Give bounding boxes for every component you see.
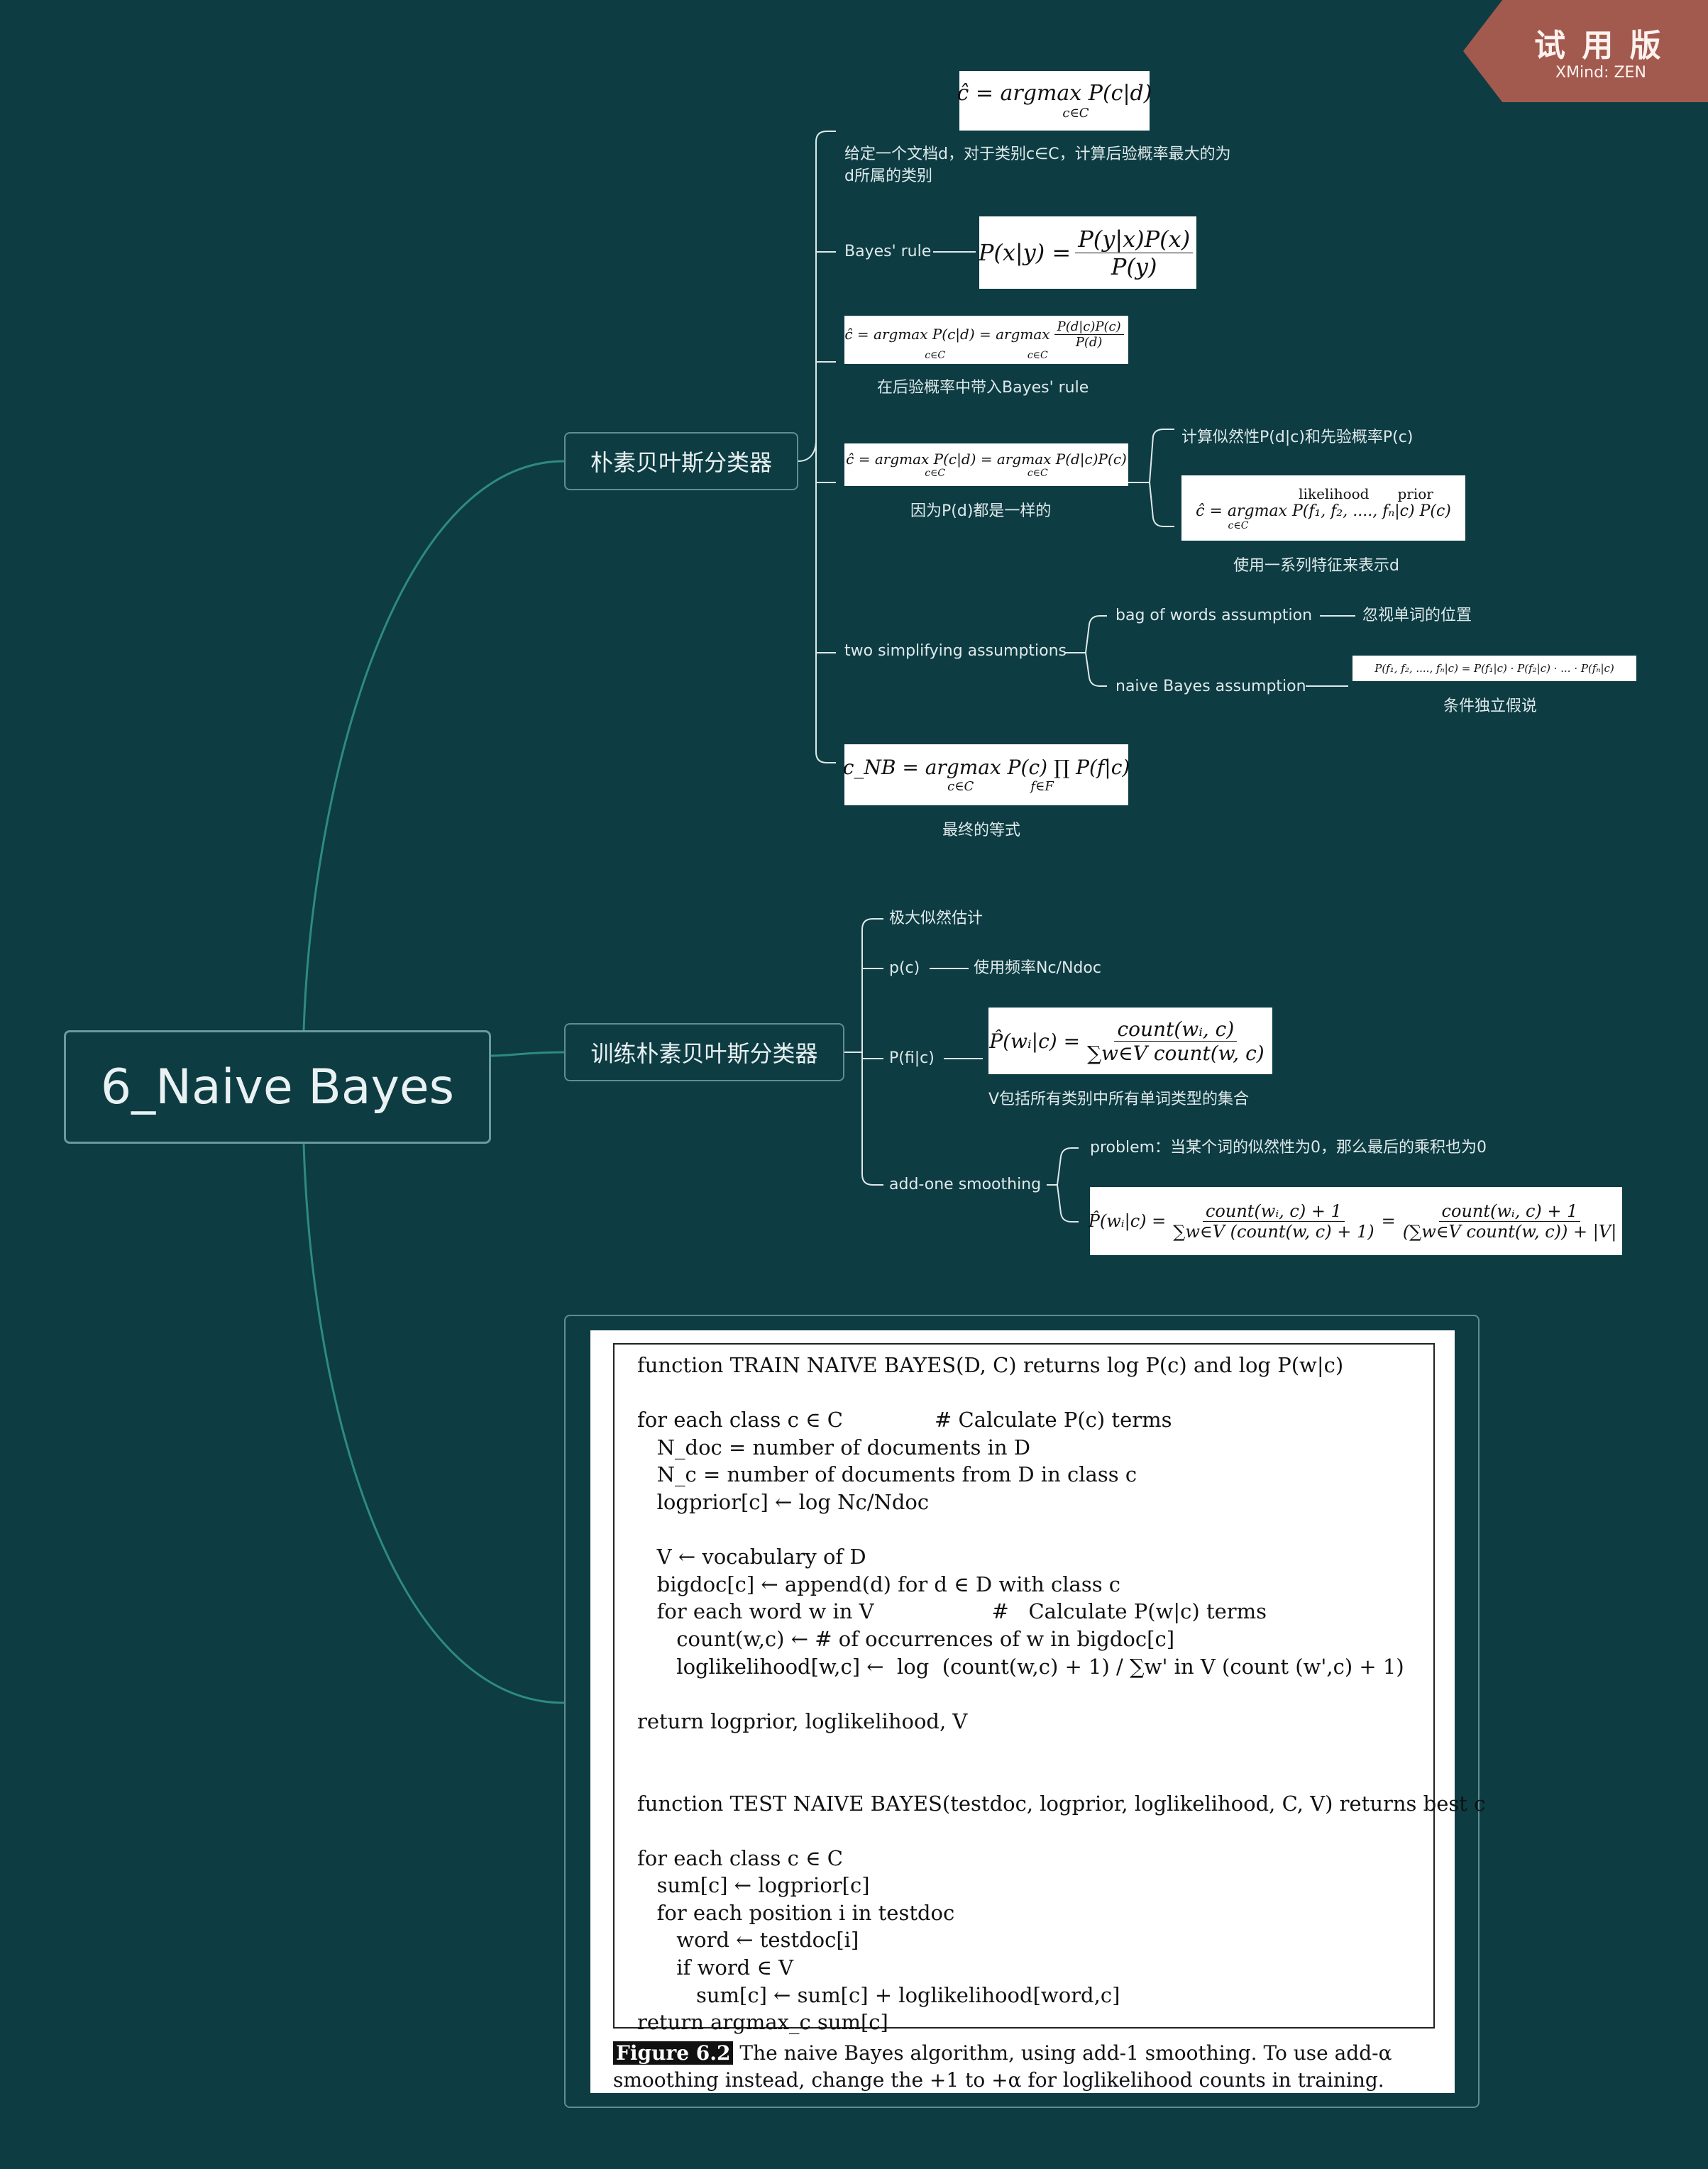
algorithm-line: function TEST NAIVE BAYES(testdoc, logpr… [637,1791,1486,1816]
mle-label: 极大似然估计 [889,910,984,927]
root-topic[interactable]: 6_Naive Bayes [64,1030,491,1144]
algorithm-line [637,1735,1485,1762]
likelihood-prior-label: 计算似然性P(d|c)和先验概率P(c) [1181,429,1414,446]
algorithm-line: bigdoc[c] ← append(d) for d ∈ D with cla… [637,1572,1121,1596]
pfc-label[interactable]: P(fi|c) [889,1049,935,1067]
formula-drop-pd-caption: 因为P(d)都是一样的 [910,502,1052,520]
algorithm-line [637,1379,1485,1407]
algorithm-line [637,1516,1485,1544]
formula-sub-bayes-caption: 在后验概率中带入Bayes' rule [877,379,1089,397]
algorithm-line: sum[c] ← sum[c] + loglikelihood[word,c] [637,1982,1120,2007]
bayes-rule-label[interactable]: Bayes' rule [844,243,932,260]
nb-assumption-formula: P(f₁, f₂, ...., fₙ|c) = P(f₁|c) · P(f₂|c… [1352,656,1636,681]
features-formula: likelihood prior ĉ = argmax P(f₁, f₂, ..… [1181,475,1465,541]
branch-train-naive-bayes[interactable]: 训练朴素贝叶斯分类器 [564,1023,844,1081]
algorithm-line [637,1680,1485,1708]
trial-watermark: 试 用 版 XMind: ZEN [1463,0,1708,102]
algorithm-line: V ← vocabulary of D [637,1545,866,1569]
pfc-caption: V包括所有类别中所有单词类型的集合 [988,1091,1250,1108]
algorithm-line: for each position i in testdoc [637,1900,955,1925]
algorithm-text: function TRAIN NAIVE BAYES(D, C) returns… [637,1352,1485,2036]
desc-line1: 给定一个文档d，对于类别c∈C，计算后验概率最大的为 [844,145,1231,163]
algorithm-line: for each class c ∈ C [637,1845,843,1870]
branch-label: 朴素贝叶斯分类器 [590,449,772,476]
algorithm-box [613,1343,1435,2029]
watermark-title: 试 用 版 [1534,28,1664,64]
branch-naive-bayes-classifier[interactable]: 朴素贝叶斯分类器 [564,432,798,490]
algorithm-line [637,1817,1485,1845]
figure-tag: Figure 6.2 [613,2041,734,2065]
algorithm-line: word ← testdoc[i] [637,1928,859,1953]
nb-assumption-caption: 条件独立假说 [1443,697,1538,715]
formula-drop-pd: ĉ = argmax P(c|d) = argmax P(d|c)P(c) c∈… [844,443,1128,486]
algorithm-line: N_c = number of documents from D in clas… [637,1462,1137,1487]
desc-line2: d所属的类别 [844,167,932,185]
algorithm-line: count(w,c) ← # of occurrences of w in bi… [637,1626,1175,1651]
algorithm-line: N_doc = number of documents in D [637,1435,1031,1459]
pfc-formula: P̂(wᵢ|c) = count(wᵢ, c)∑w∈V count(w, c) [988,1008,1272,1074]
smoothing-label[interactable]: add-one smoothing [889,1176,1042,1193]
features-caption: 使用一系列特征来表示d [1233,557,1399,575]
figure-caption-text: The naive Bayes algorithm, using add-1 s… [613,2041,1392,2092]
final-formula-caption: 最终的等式 [942,822,1021,839]
problem-label: problem：当某个词的似然性为0，那么最后的乘积也为0 [1090,1139,1487,1157]
branch-label: 训练朴素贝叶斯分类器 [590,1040,818,1067]
assumptions-label[interactable]: two simplifying assumptions [844,642,1067,660]
bow-assumption-note: 忽视单词的位置 [1362,607,1472,624]
final-formula: c_NB = argmax P(c) ∏ P(f|c) c∈C f∈F [843,744,1130,805]
algorithm-line: logprior[c] ← log Nc/Ndoc [637,1489,930,1514]
nb-assumption-label[interactable]: naive Bayes assumption [1115,678,1306,695]
bow-assumption-label[interactable]: bag of words assumption [1115,607,1313,624]
algorithm-line: if word ∈ V [637,1955,794,1980]
root-topic-label: 6_Naive Bayes [100,1059,455,1115]
algorithm-line: function TRAIN NAIVE BAYES(D, C) returns… [637,1353,1344,1377]
algorithm-line: for each word w in V # Calculate P(w|c) … [637,1599,1267,1624]
algorithm-line: for each class c ∈ C # Calculate P(c) te… [637,1408,1172,1433]
pc-label[interactable]: p(c) [889,959,920,977]
algorithm-figure: function TRAIN NAIVE BAYES(D, C) returns… [590,1330,1485,2094]
formula-top: ĉ = argmax P(c|d) c∈C [957,71,1152,131]
algorithm-line: sum[c] ← logprior[c] [637,1873,870,1898]
pc-note: 使用频率Nc/Ndoc [974,959,1101,977]
watermark-subtitle: XMind: ZEN [1555,64,1646,82]
algorithm-line [637,1762,1485,1790]
algorithm-line: loglikelihood[w,c] ← log (count(w,c) + 1… [637,1654,1404,1679]
figure-caption: Figure 6.2 The naive Bayes algorithm, us… [613,2040,1432,2094]
formula-sub-bayes: ĉ = argmax P(c|d) = argmax P(d|c)P(c)P(d… [844,316,1128,364]
smoothing-formula: P̂(wᵢ|c) = count(wᵢ, c) + 1∑w∈V (count(w… [1089,1187,1622,1255]
bayes-formula: P(x|y) = P(y|x)P(x)P(y) [979,216,1196,289]
algorithm-line: return argmax_c sum[c] [637,2010,888,2035]
algorithm-image-frame[interactable] [564,1315,1480,2108]
algorithm-line: return logprior, loglikelihood, V [637,1709,968,1733]
